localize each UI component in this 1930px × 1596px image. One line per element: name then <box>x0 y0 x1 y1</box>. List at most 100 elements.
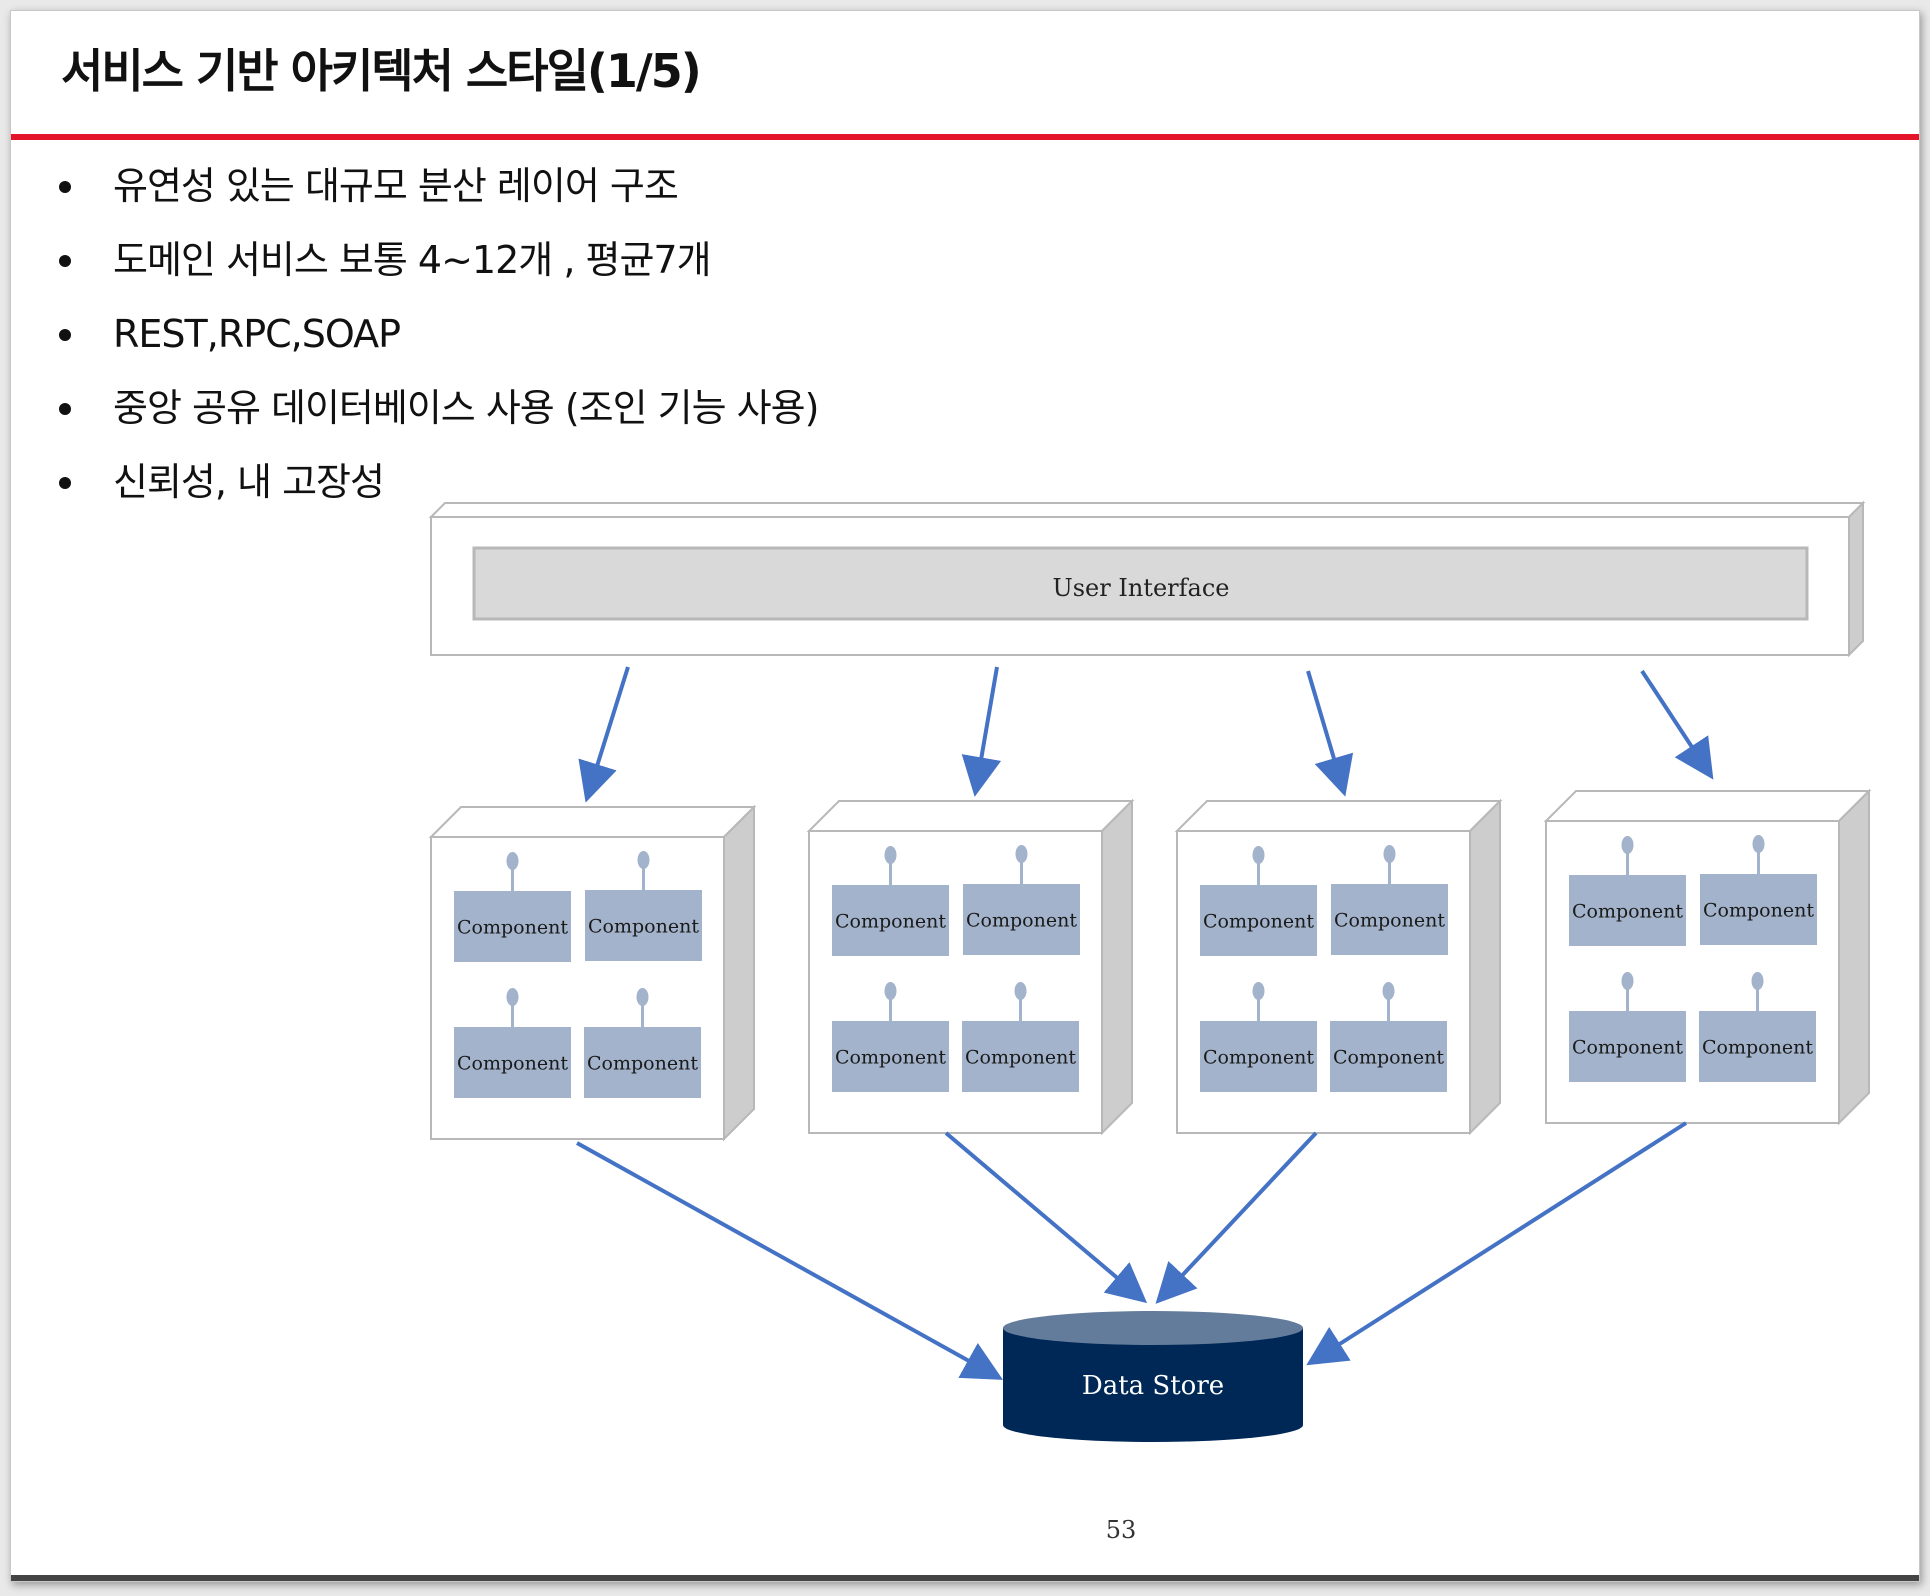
component-box <box>585 890 702 961</box>
component-interface-icon <box>1252 982 1265 1000</box>
user-interface-tier: User Interface <box>428 500 1866 658</box>
service-box-side-face <box>723 804 755 1142</box>
component-label: Component <box>1572 901 1683 923</box>
component-box <box>454 1027 571 1098</box>
page-number: 53 <box>1105 1516 1137 1544</box>
bullet-icon <box>59 403 71 415</box>
ui-to-service-arrow <box>1306 670 1354 797</box>
bullet-item: 신뢰성, 내 고장성 <box>51 452 818 526</box>
bullet-text: 도메인 서비스 보통 4~12개 , 평균7개 <box>113 238 712 282</box>
bullet-item: REST,RPC,SOAP <box>51 304 818 378</box>
component-box <box>454 891 571 962</box>
component-label: Component <box>1334 910 1445 932</box>
component-interface-icon <box>636 988 649 1006</box>
slide: 서비스 기반 아키텍처 스타일(1/5) 유연성 있는 대규모 분산 레이어 구… <box>10 10 1920 1582</box>
service-box-top-face <box>1174 800 1503 832</box>
ui-to-service-arrow <box>578 666 630 803</box>
user-interface-label: User Interface <box>1053 574 1230 602</box>
data-store-top <box>1003 1311 1303 1345</box>
component-box <box>1200 1021 1317 1092</box>
component-interface-icon <box>884 982 897 1000</box>
bullet-text: 신뢰성, 내 고장성 <box>113 460 385 504</box>
footer-bar <box>11 1575 1919 1581</box>
bullet-text: 유연성 있는 대규모 분산 레이어 구조 <box>113 164 679 208</box>
component-label: Component <box>1203 1047 1314 1069</box>
bullet-icon <box>59 181 71 193</box>
component-interface-icon <box>1252 846 1265 864</box>
service-box-top-face <box>806 800 1135 832</box>
service-to-datastore-arrow <box>576 1141 1003 1380</box>
component-label: Component <box>457 1053 568 1075</box>
data-store-label: Data Store <box>1082 1371 1224 1401</box>
component-box <box>1331 884 1448 955</box>
component-box <box>1699 1011 1816 1082</box>
component-interface-icon <box>1383 845 1396 863</box>
component-label: Component <box>1203 911 1314 933</box>
bullet-text: 중앙 공유 데이터베이스 사용 (조인 기능 사용) <box>113 386 819 430</box>
component-interface-icon <box>1751 972 1764 990</box>
component-box <box>1569 1011 1686 1082</box>
component-box <box>962 1021 1079 1092</box>
component-label: Component <box>1572 1037 1683 1059</box>
component-interface-icon <box>1621 836 1634 854</box>
slide-title: 서비스 기반 아키텍처 스타일(1/5) <box>61 44 702 98</box>
bullet-text: REST,RPC,SOAP <box>113 312 401 356</box>
component-interface-icon <box>884 846 897 864</box>
bullet-item: 중앙 공유 데이터베이스 사용 (조인 기능 사용) <box>51 378 819 452</box>
data-store-body <box>1003 1328 1303 1442</box>
component-box <box>832 885 949 956</box>
service-box-top-face <box>428 806 757 838</box>
service-box-side-face <box>1838 788 1870 1126</box>
service-box-side-face <box>1469 798 1501 1136</box>
user-interface-bar <box>472 546 1809 621</box>
component-box <box>1700 874 1817 945</box>
service-to-datastore-arrow <box>1306 1121 1688 1366</box>
component-interface-icon <box>1014 982 1027 1000</box>
component-label: Component <box>966 910 1077 932</box>
bullet-list: 유연성 있는 대규모 분산 레이어 구조 도메인 서비스 보통 4~12개 , … <box>51 156 819 526</box>
component-box <box>832 1021 949 1092</box>
component-label: Component <box>587 1053 698 1075</box>
component-label: Component <box>457 917 568 939</box>
component-box <box>963 884 1080 955</box>
ui-tier-top-face <box>428 502 1866 518</box>
component-label: Component <box>965 1047 1076 1069</box>
component-interface-icon <box>1015 845 1028 863</box>
component-interface-icon <box>506 988 519 1006</box>
bullet-icon <box>59 477 71 489</box>
service-box-side-face <box>1101 798 1133 1136</box>
component-label: Component <box>1333 1047 1444 1069</box>
component-interface-icon <box>506 852 519 870</box>
component-interface-icon <box>1621 972 1634 990</box>
bullet-icon <box>59 329 71 341</box>
component-box <box>1569 875 1686 946</box>
component-box <box>1200 885 1317 956</box>
component-interface-icon <box>1752 835 1765 853</box>
component-label: Component <box>588 916 699 938</box>
service-box-top-face <box>1543 790 1872 822</box>
bullet-item: 유연성 있는 대규모 분산 레이어 구조 <box>51 156 818 230</box>
service-to-datastore-arrow <box>944 1131 1148 1304</box>
bullet-icon <box>59 255 71 267</box>
component-box <box>584 1027 701 1098</box>
component-label: Component <box>1703 900 1814 922</box>
component-interface-icon <box>1382 982 1395 1000</box>
bullet-item: 도메인 서비스 보통 4~12개 , 평균7개 <box>51 230 818 304</box>
data-store: Data Store <box>1003 1311 1303 1442</box>
ui-to-service-arrow <box>961 666 1002 797</box>
service-to-datastore-arrow <box>1155 1131 1318 1304</box>
title-divider <box>11 134 1919 140</box>
component-label: Component <box>1702 1037 1813 1059</box>
component-interface-icon <box>637 851 650 869</box>
component-label: Component <box>835 911 946 933</box>
ui-to-service-arrow <box>1640 669 1714 780</box>
connector-arrows <box>576 666 1714 1380</box>
ui-tier-side-face <box>1848 500 1864 658</box>
component-label: Component <box>835 1047 946 1069</box>
